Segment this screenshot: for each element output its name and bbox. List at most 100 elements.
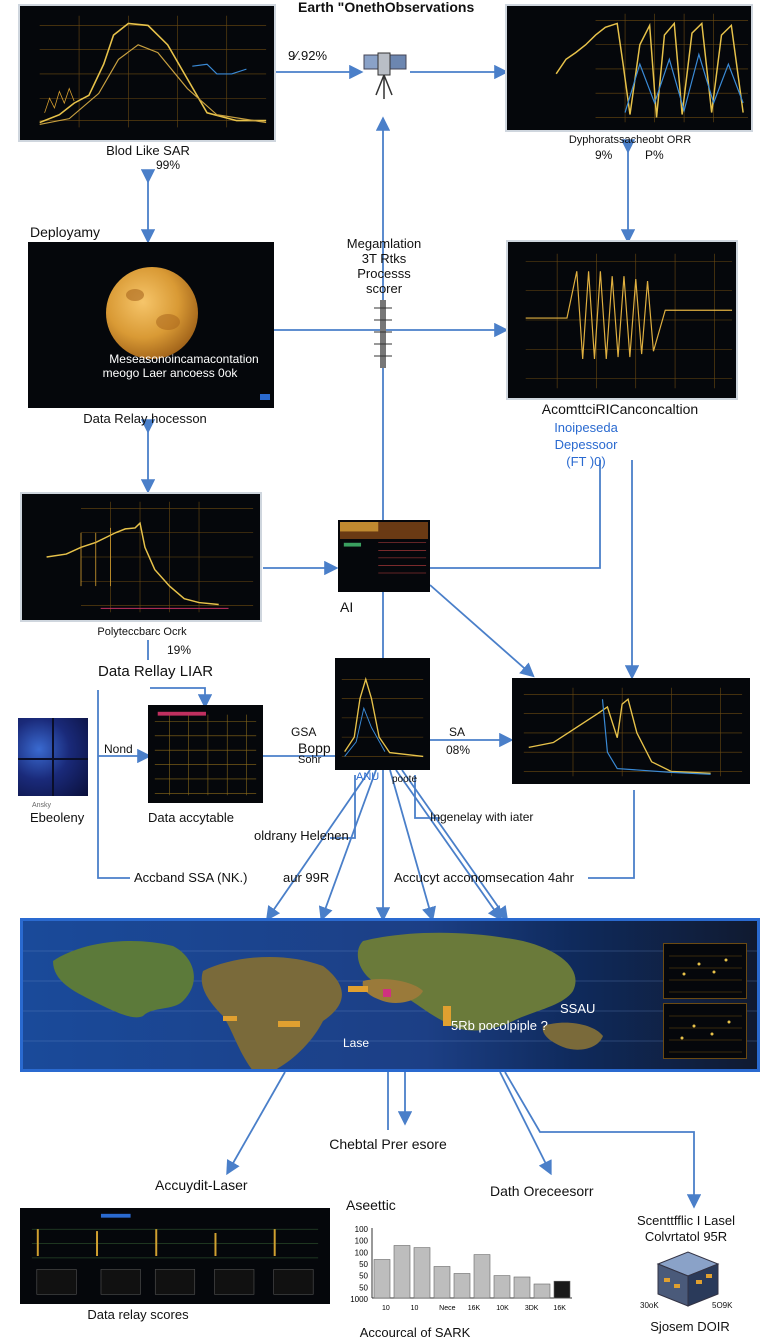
bar-chart-bar bbox=[433, 1266, 451, 1299]
bar-chart-bar bbox=[473, 1254, 491, 1299]
deployment-chart-panel bbox=[505, 4, 753, 132]
deployment-chart-label: Dyphoratssacheobt ORR bbox=[568, 134, 692, 146]
acytable-panel bbox=[148, 705, 263, 803]
moon-caption-line1: Meseasonoincamacontation bbox=[109, 352, 259, 366]
right-lower-chart-panel bbox=[512, 678, 750, 784]
bar-chart-x-tick: Nece bbox=[439, 1305, 455, 1312]
accourcal-label: Accourcal of SARK bbox=[359, 1325, 471, 1340]
anu-label: ANU bbox=[356, 771, 380, 783]
megamlation-line3: Processs bbox=[357, 266, 411, 281]
ai-label: AI bbox=[340, 599, 354, 615]
chebtal-label: Chebtal Prer esore bbox=[329, 1136, 447, 1152]
map-ssau-label: SSAU bbox=[560, 1001, 596, 1016]
world-map bbox=[23, 932, 757, 1069]
accband-label: Accband SSA (NK.) bbox=[134, 870, 248, 885]
bopp-label: Bopp bbox=[298, 740, 331, 756]
bar-chart-bar bbox=[373, 1259, 391, 1299]
acomt-chart-panel bbox=[506, 240, 738, 400]
bar-chart-y-tick: 1000 bbox=[350, 1295, 368, 1304]
antenna-icon bbox=[374, 300, 392, 368]
bar-chart-x-tick: 10K bbox=[496, 1305, 509, 1312]
moon-crater bbox=[126, 289, 144, 301]
gsa-label: GSA bbox=[291, 725, 317, 739]
bar-chart-bar bbox=[493, 1275, 511, 1299]
relay-hocesson-label: Data Relay hocesson bbox=[83, 411, 207, 426]
blod-sar-label: Blod Like SAR bbox=[106, 143, 190, 158]
relay-scores-dashboard bbox=[20, 1208, 330, 1304]
accuydt-label: Accuydit-Laser bbox=[155, 1177, 248, 1193]
bar-chart-bar bbox=[413, 1247, 431, 1299]
sa-label: SA bbox=[449, 725, 466, 739]
polytec-chart-panel bbox=[20, 492, 262, 622]
ingenelay-label: Ingenelay with iater bbox=[430, 810, 534, 824]
aseettic-label: Aseettic bbox=[346, 1197, 396, 1213]
satellite-percent: 9⁄.92% bbox=[288, 48, 328, 63]
blod-sar-percent: 99% bbox=[155, 158, 181, 172]
scientific-label-1: Scenttfflic I Lasel bbox=[636, 1213, 736, 1228]
bar-chart-x-tick: 3DK bbox=[525, 1305, 539, 1312]
bar-chart-y-tick: 100 bbox=[355, 1248, 369, 1257]
bar-chart-bar bbox=[533, 1283, 551, 1299]
bar-chart-y-tick: 100 bbox=[355, 1225, 369, 1234]
server-cube-icon bbox=[648, 1244, 728, 1310]
bar-chart-bar bbox=[513, 1276, 531, 1299]
sohr-label: Sohr bbox=[298, 754, 322, 766]
poote-label: poote bbox=[392, 774, 418, 785]
polytec-chart bbox=[46, 501, 254, 613]
bar-chart-y-tick: 50 bbox=[359, 1272, 368, 1281]
acomt-line3: Depessoor bbox=[554, 437, 618, 452]
moon-image bbox=[106, 267, 198, 359]
relay-scores-label: Data relay scores bbox=[87, 1307, 189, 1322]
map-inset-chart-1 bbox=[663, 943, 747, 999]
polytec-percent: 19% bbox=[167, 643, 192, 657]
oldrany-label: oldrany Helenen bbox=[254, 828, 349, 843]
deployment-percent-a: 9% bbox=[595, 148, 613, 162]
cube-label-b: 5O9K bbox=[712, 1301, 733, 1310]
cube-label-a: 30oK bbox=[640, 1301, 659, 1310]
megamlation-line2: 3T Rtks bbox=[361, 251, 407, 266]
nond-label: Nond bbox=[104, 742, 133, 756]
bar-chart-x-tick: 16K bbox=[468, 1305, 481, 1312]
bar-chart-y-tick: 50 bbox=[359, 1260, 368, 1269]
blod-sar-chart-panel bbox=[18, 4, 276, 142]
bar-chart-y-tick: 50 bbox=[359, 1283, 368, 1292]
aur99r-label: aur 99R bbox=[283, 870, 330, 885]
map-lase-label: Lase bbox=[343, 1036, 370, 1050]
bar-chart-bar bbox=[553, 1280, 571, 1299]
ai-panel bbox=[338, 520, 430, 592]
megamlation-line4: scorer bbox=[365, 281, 403, 296]
acomt-chart bbox=[525, 253, 733, 389]
acomt-title: AcomttciRICanconcaltion bbox=[541, 401, 699, 417]
bar-chart-x-tick: 10 bbox=[382, 1305, 390, 1312]
blod-sar-chart bbox=[39, 15, 267, 128]
right-lower-chart bbox=[523, 687, 743, 777]
map-inset-chart-2 bbox=[663, 1003, 747, 1059]
center-chart-panel bbox=[335, 658, 430, 770]
sjosem-label: Sjosem DOIR bbox=[650, 1319, 730, 1334]
relay-scores-grid bbox=[31, 1213, 319, 1295]
world-map-panel[interactable]: SSAU 5Rb pocolpiple ? Lase bbox=[20, 918, 760, 1072]
bar-chart-x-tick: 10 bbox=[411, 1305, 419, 1312]
grid-divider bbox=[52, 718, 54, 796]
moon-panel: Meseasonoincamacontation meogo Laer anco… bbox=[28, 242, 274, 408]
acomt-line4: (FT )0) bbox=[566, 454, 606, 469]
deployment-percent-b: P% bbox=[645, 148, 664, 162]
percent-08-label: 08% bbox=[446, 743, 471, 757]
acytable-grid bbox=[154, 711, 257, 796]
ebeoleny-label: Ebeoleny bbox=[30, 810, 85, 825]
bar-chart-bar bbox=[393, 1245, 411, 1299]
megamlation-line1: Megamlation bbox=[346, 236, 422, 251]
dath-label: Dath Oreceesorr bbox=[490, 1183, 594, 1199]
accucyt-label: Accucyt acconomsecation 4ahr bbox=[394, 870, 574, 885]
deployamy-label: Deployamy bbox=[30, 224, 101, 240]
moon-caption-line2: meogo Laer ancoess 0ok bbox=[102, 366, 238, 380]
bar-chart-bar bbox=[453, 1273, 471, 1299]
space-image bbox=[18, 718, 88, 796]
center-chart bbox=[341, 676, 424, 758]
acytable-label: Data accytable bbox=[148, 810, 234, 825]
polytec-label: Polyteccbarc Ocrk bbox=[97, 626, 187, 638]
blue-marker bbox=[260, 394, 270, 400]
moon-crater bbox=[156, 314, 180, 330]
grid-divider bbox=[18, 758, 88, 760]
